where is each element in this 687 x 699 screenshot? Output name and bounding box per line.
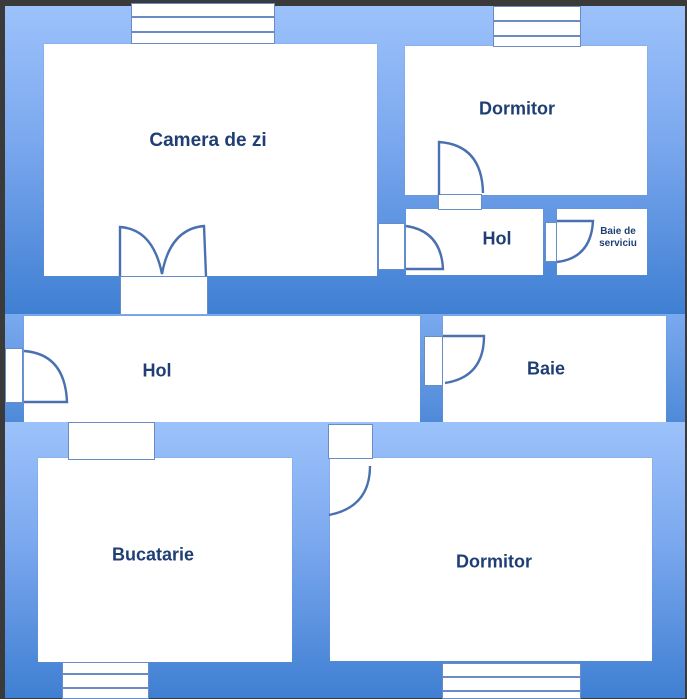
- double-door-icon[interactable]: [118, 224, 210, 278]
- door-frame-service-bath: [545, 222, 557, 262]
- door-frame-hall-small: [378, 223, 405, 270]
- room-kitchen[interactable]: [38, 458, 292, 662]
- door-frame-bedroom-bottom: [328, 424, 373, 459]
- room-bathroom[interactable]: [443, 316, 666, 422]
- door-bathroom-icon[interactable]: [443, 334, 487, 385]
- room-hall-main[interactable]: [24, 316, 420, 422]
- room-label-hall-small: Hol: [482, 228, 512, 249]
- door-frame-bedroom-top: [438, 194, 482, 210]
- room-bedroom-bottom[interactable]: [330, 458, 652, 661]
- door-entrance-icon[interactable]: [23, 349, 69, 404]
- window-bedroom-top: [493, 6, 581, 47]
- room-hall-small[interactable]: [406, 209, 543, 275]
- room-label-hall-main: Hol: [142, 360, 172, 381]
- room-living[interactable]: [44, 44, 377, 276]
- room-label-living: Camera de zi: [149, 130, 267, 151]
- window-living: [131, 3, 275, 44]
- window-kitchen: [62, 662, 149, 699]
- door-frame-living: [120, 276, 208, 316]
- room-label-kitchen: Bucatarie: [111, 544, 195, 565]
- door-frame-kitchen: [68, 422, 155, 460]
- room-label-bedroom-bottom: Dormitor: [456, 551, 532, 572]
- room-label-service-bath: Baie de serviciu: [599, 226, 637, 249]
- room-label-bedroom-top: Dormitor: [479, 98, 555, 119]
- door-frame-entrance: [5, 348, 23, 403]
- door-bedroom-top-icon[interactable]: [437, 140, 488, 196]
- door-service-bath-icon[interactable]: [556, 219, 597, 264]
- door-hall-small-icon[interactable]: [405, 224, 445, 271]
- room-label-bathroom: Baie: [526, 358, 566, 379]
- door-bedroom-bottom-icon[interactable]: [328, 465, 372, 517]
- door-frame-bathroom: [424, 336, 443, 386]
- window-bedroom-bottom: [442, 663, 581, 699]
- room-bedroom-top[interactable]: [405, 46, 647, 195]
